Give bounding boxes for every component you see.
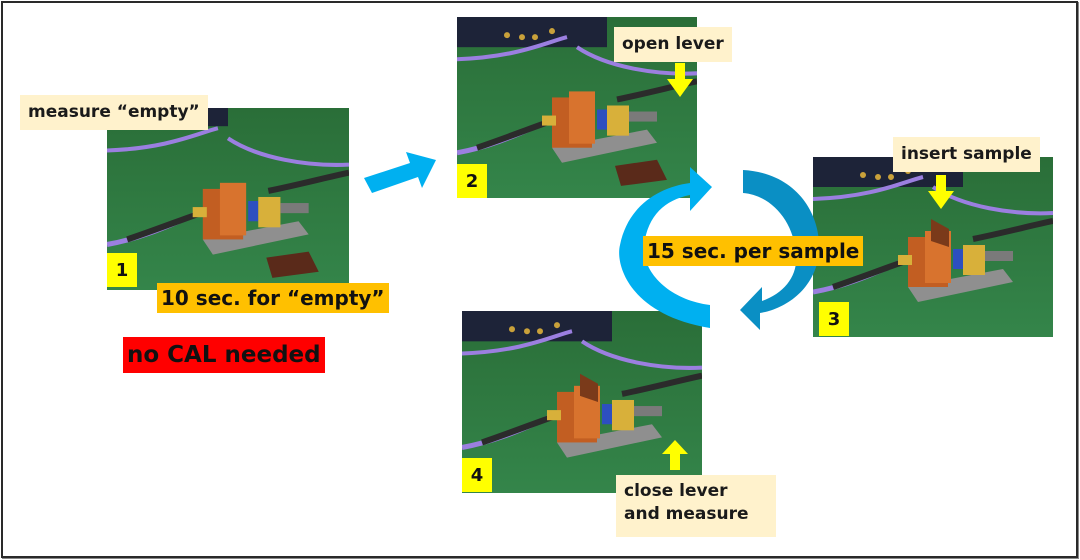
step-3-caption: insert sample <box>893 137 1040 172</box>
step-4-caption: close lever and measure <box>616 475 776 537</box>
step-4-caption-line-2: and measure <box>624 503 749 524</box>
step-2-photo <box>457 17 697 198</box>
fixture-photo-image <box>107 108 349 290</box>
fixture-photo-image <box>813 157 1053 337</box>
step-1-caption: measure “empty” <box>20 95 208 130</box>
step-1-badge: 1 <box>107 253 137 287</box>
fixture-photo-image <box>457 17 697 198</box>
step-3-badge: 3 <box>819 302 849 336</box>
cycle-time-label: 15 sec. per sample <box>643 236 864 266</box>
step-4-photo <box>462 311 702 493</box>
cycle-arrows-icon <box>619 167 820 330</box>
fixture-photo-image <box>462 311 702 493</box>
step-4-caption-line-1: close lever <box>624 481 728 501</box>
empty-measure-time-label: 10 sec. for “empty” <box>157 283 389 313</box>
no-calibration-note: no CAL needed <box>123 337 325 373</box>
step-3-photo <box>813 157 1053 337</box>
step-1-photo <box>107 108 349 290</box>
next-step-arrow-icon <box>364 152 436 193</box>
step-2-pointer-arrow-icon <box>667 63 693 97</box>
step-4-badge: 4 <box>462 458 492 492</box>
step-4-pointer-arrow-icon <box>662 440 688 470</box>
step-2-caption: open lever <box>614 27 732 62</box>
step-2-badge: 2 <box>457 164 487 198</box>
step-3-pointer-arrow-icon <box>928 175 954 209</box>
